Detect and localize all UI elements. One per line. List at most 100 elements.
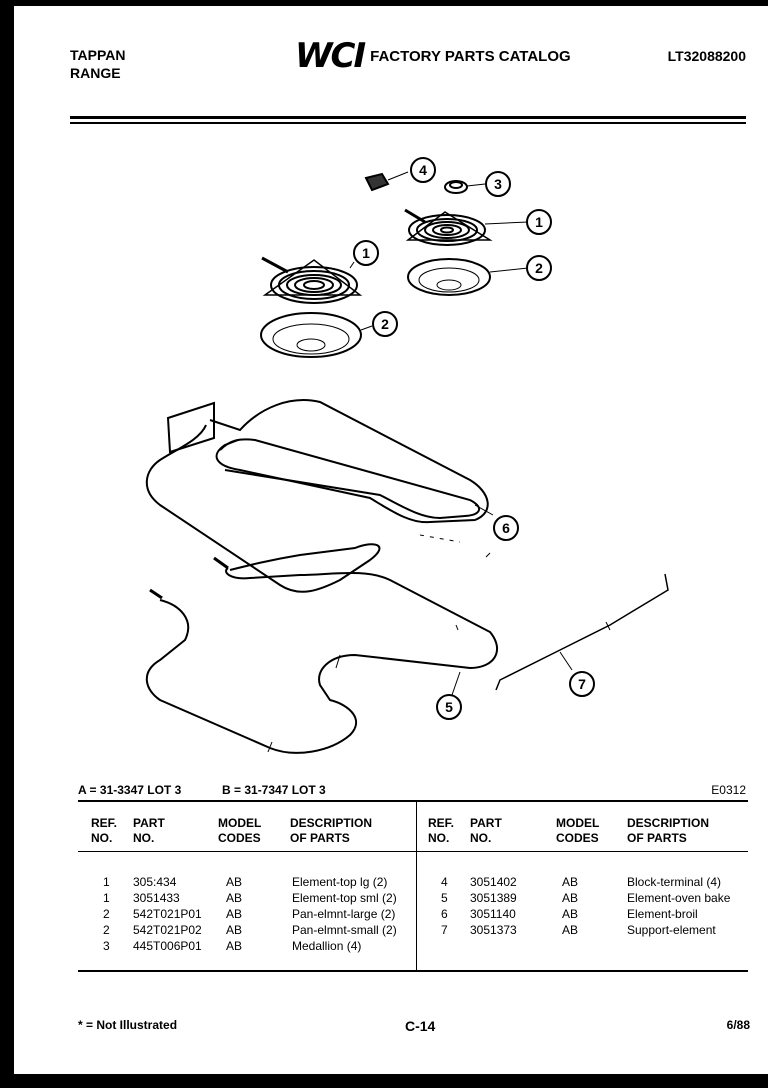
table-rule-bottom bbox=[78, 970, 748, 972]
medallion-part bbox=[444, 180, 486, 194]
header-part-no-right: PART NO. bbox=[470, 816, 502, 845]
callout-2-right: 2 bbox=[526, 255, 552, 281]
table-row: 3 445T006P01 AB Medallion (4) bbox=[0, 938, 416, 954]
drip-pan-small-part bbox=[407, 258, 529, 296]
table-row: 1 305:434 AB Element-top lg (2) bbox=[0, 874, 416, 890]
callout-4: 4 bbox=[410, 157, 436, 183]
desc-cell: Element-broil bbox=[627, 907, 698, 921]
product-type: RANGE bbox=[70, 65, 121, 81]
codes-cell: AB bbox=[562, 875, 579, 889]
scan-border-left bbox=[0, 0, 14, 1088]
part-cell: 3051433 bbox=[133, 891, 180, 905]
codes-cell: AB bbox=[226, 907, 243, 921]
callout-label: 7 bbox=[578, 676, 586, 692]
catalog-date: 6/88 bbox=[726, 1018, 750, 1032]
callout-6: 6 bbox=[493, 515, 519, 541]
callout-label: 6 bbox=[502, 520, 510, 536]
callout-label: 4 bbox=[419, 162, 427, 178]
brand-name: TAPPAN bbox=[70, 47, 126, 63]
desc-cell: Pan-elmnt-small (2) bbox=[292, 923, 397, 937]
lot-code-b: B = 31-7347 LOT 3 bbox=[222, 783, 326, 797]
model-number: LT32088200 bbox=[667, 48, 746, 64]
ref-cell: 2 bbox=[103, 923, 110, 937]
ref-cell: 1 bbox=[103, 875, 110, 889]
codes-cell: AB bbox=[226, 923, 243, 937]
header-description: DESCRIPTION OF PARTS bbox=[290, 816, 373, 845]
desc-cell: Element-top lg (2) bbox=[292, 875, 388, 889]
callout-7: 7 bbox=[569, 671, 595, 697]
header-rule-thin bbox=[70, 122, 746, 124]
part-cell: 445T006P01 bbox=[133, 939, 202, 953]
table-row: 5 3051389 AB Element-oven bake bbox=[0, 890, 768, 906]
drip-pan-large-part bbox=[260, 312, 373, 358]
callout-label: 2 bbox=[535, 260, 543, 276]
codes-cell: AB bbox=[226, 875, 243, 889]
table-column-divider bbox=[416, 802, 417, 970]
surface-element-small-part bbox=[404, 208, 529, 246]
callout-label: 3 bbox=[494, 176, 502, 192]
header-description-right: DESCRIPTION OF PARTS bbox=[627, 816, 710, 845]
callout-label: 5 bbox=[445, 699, 453, 715]
ref-cell: 3 bbox=[103, 939, 110, 953]
part-cell: 3051402 bbox=[470, 875, 517, 889]
wci-logo: WCI bbox=[295, 36, 366, 76]
table-row: 4 3051402 AB Block-terminal (4) bbox=[0, 874, 768, 890]
desc-cell: Medallion (4) bbox=[292, 939, 362, 953]
table-row: 2 542T021P02 AB Pan-elmnt-small (2) bbox=[0, 922, 416, 938]
scan-border-bottom bbox=[0, 1074, 768, 1088]
catalog-title: FACTORY PARTS CATALOG bbox=[370, 47, 571, 65]
broil-element-part bbox=[145, 399, 494, 593]
table-rule-top bbox=[78, 800, 748, 802]
table-row: 7 3051373 AB Support-element bbox=[0, 922, 768, 938]
ref-cell: 6 bbox=[441, 907, 448, 921]
callout-label: 1 bbox=[362, 245, 370, 261]
header-ref-no: REF. NO. bbox=[91, 816, 118, 845]
part-cell: 3051389 bbox=[470, 891, 517, 905]
page-number: C-14 bbox=[405, 1018, 436, 1034]
part-cell: 542T021P01 bbox=[133, 907, 202, 921]
table-rule-header bbox=[78, 851, 748, 852]
brand-block: TAPPAN RANGE bbox=[70, 46, 125, 82]
header-ref-no-right: REF. NO. bbox=[428, 816, 455, 845]
callout-2-left: 2 bbox=[372, 311, 398, 337]
codes-cell: AB bbox=[562, 907, 579, 921]
ref-cell: 2 bbox=[103, 907, 110, 921]
codes-cell: AB bbox=[562, 891, 579, 905]
element-support-part bbox=[495, 573, 669, 691]
part-cell: 305:434 bbox=[133, 875, 177, 889]
lot-code-a: A = 31-3347 LOT 3 bbox=[78, 783, 182, 797]
header-model-codes-right: MODEL CODES bbox=[556, 816, 600, 845]
not-illustrated-note: * = Not Illustrated bbox=[78, 1018, 178, 1032]
ref-cell: 1 bbox=[103, 891, 110, 905]
desc-cell: Element-oven bake bbox=[627, 891, 731, 905]
terminal-block-part bbox=[364, 171, 409, 192]
callout-label: 2 bbox=[381, 316, 389, 332]
header-rule bbox=[70, 116, 746, 119]
ref-cell: 4 bbox=[441, 875, 448, 889]
parts-list-left: 1 305:434 AB Element-top lg (2) 1 305143… bbox=[0, 874, 416, 954]
desc-cell: Support-element bbox=[627, 923, 716, 937]
part-cell: 3051140 bbox=[470, 907, 516, 921]
bake-element-part bbox=[145, 556, 499, 754]
table-row: 6 3051140 AB Element-broil bbox=[0, 906, 768, 922]
table-row: 1 3051433 AB Element-top sml (2) bbox=[0, 890, 416, 906]
codes-cell: AB bbox=[562, 923, 579, 937]
scan-border-top bbox=[0, 0, 768, 6]
codes-cell: AB bbox=[226, 939, 243, 953]
surface-element-large-part bbox=[261, 256, 363, 304]
header-model-codes: MODEL CODES bbox=[218, 816, 262, 845]
callout-1-right: 1 bbox=[526, 209, 552, 235]
part-cell: 542T021P02 bbox=[133, 923, 202, 937]
ref-cell: 7 bbox=[441, 923, 448, 937]
desc-cell: Pan-elmnt-large (2) bbox=[292, 907, 396, 921]
desc-cell: Element-top sml (2) bbox=[292, 891, 397, 905]
parts-list-right: 4 3051402 AB Block-terminal (4) 5 305138… bbox=[0, 874, 768, 938]
header-part-no: PART NO. bbox=[133, 816, 165, 845]
part-cell: 3051373 bbox=[470, 923, 517, 937]
callout-5: 5 bbox=[436, 694, 462, 720]
drawing-number: E0312 bbox=[711, 783, 746, 797]
callout-label: 1 bbox=[535, 214, 543, 230]
exploded-parts-diagram: 4 3 1 2 1 2 6 5 bbox=[145, 157, 669, 754]
ref-cell: 5 bbox=[441, 891, 448, 905]
codes-cell: AB bbox=[226, 891, 243, 905]
